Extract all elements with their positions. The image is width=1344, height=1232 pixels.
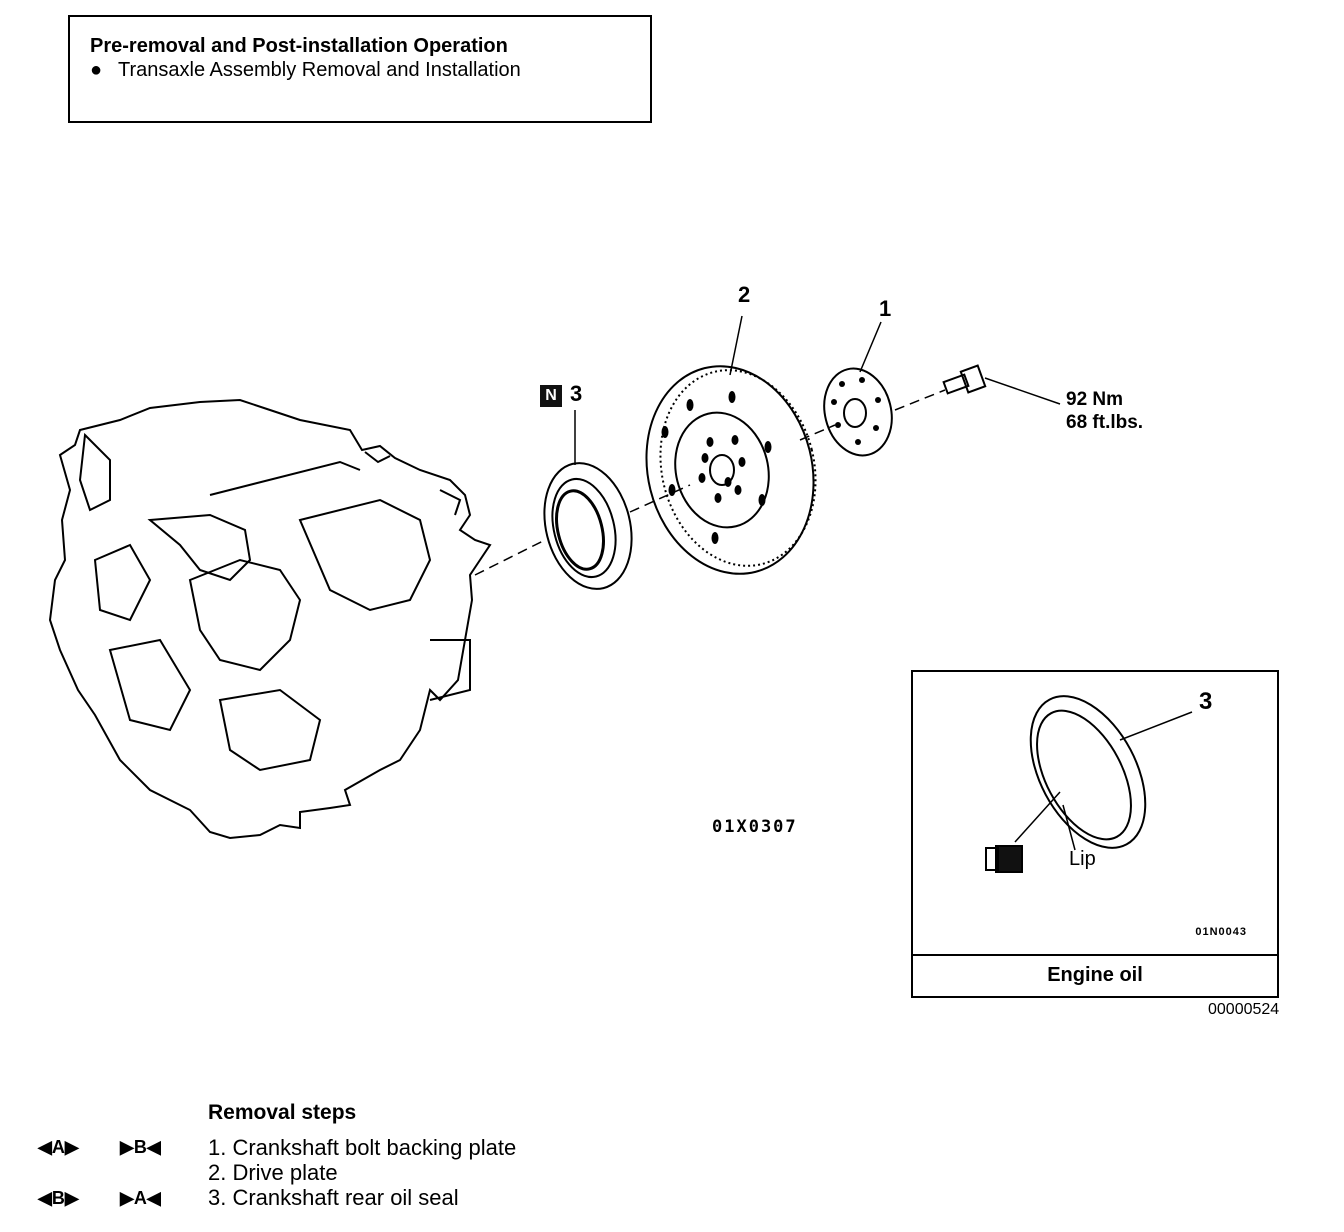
bullet-icon: ● <box>90 59 103 81</box>
new-part-badge: N <box>540 385 562 407</box>
removal-step-2: 2. Drive plate <box>208 1160 338 1185</box>
engine-outline <box>48 398 492 840</box>
oil-seal-drawing <box>543 462 633 590</box>
callout-part-1: 1 <box>879 296 892 321</box>
figure-code-main: 01X0307 <box>712 817 798 837</box>
callout-part-2: 2 <box>738 282 751 307</box>
bolt-drawing <box>942 364 987 395</box>
leader-lines <box>574 315 1061 465</box>
removal-steps-title: Removal steps <box>208 1101 357 1124</box>
inset-footer: Engine oil <box>913 954 1277 996</box>
service-mark-right-1: ▶B◀ <box>120 1137 161 1157</box>
service-mark-left-1: ◀A▶ <box>38 1137 79 1157</box>
removal-step-3: 3. Crankshaft rear oil seal <box>208 1185 459 1210</box>
callout-part-3: 3 <box>570 381 583 406</box>
axis-line-plate-backing <box>799 424 836 441</box>
note-item: ● Transaxle Assembly Removal and Installa… <box>90 59 521 82</box>
inset-panel: 3 Lip 01N0043 Engine oil <box>911 670 1279 998</box>
inset-code: 01N0043 <box>1195 926 1247 938</box>
torque-nm: 92 Nm <box>1066 389 1124 410</box>
lip-label: Lip <box>1069 848 1096 870</box>
removal-step-1: 1. Crankshaft bolt backing plate <box>208 1135 517 1160</box>
inset-seal-drawing <box>985 695 1193 873</box>
note-title: Pre-removal and Post-installation Operat… <box>90 35 508 57</box>
torque-ftlbs: 68 ft.lbs. <box>1066 412 1144 433</box>
backing-plate-drawing <box>823 367 893 457</box>
drive-plate-drawing <box>645 365 817 575</box>
axis-line-seal-plate <box>629 484 691 513</box>
operation-note-box: Pre-removal and Post-installation Operat… <box>68 15 652 123</box>
note-item-text: Transaxle Assembly Removal and Installat… <box>118 59 521 81</box>
axis-line-backing-bolt <box>894 389 946 411</box>
service-mark-left-3: ◀B▶ <box>38 1188 79 1208</box>
axis-line-engine-seal <box>474 539 546 576</box>
inset-part-number: 3 <box>1199 688 1213 715</box>
service-mark-right-3: ▶A◀ <box>120 1188 161 1208</box>
figure-number: 00000524 <box>1208 1001 1280 1018</box>
